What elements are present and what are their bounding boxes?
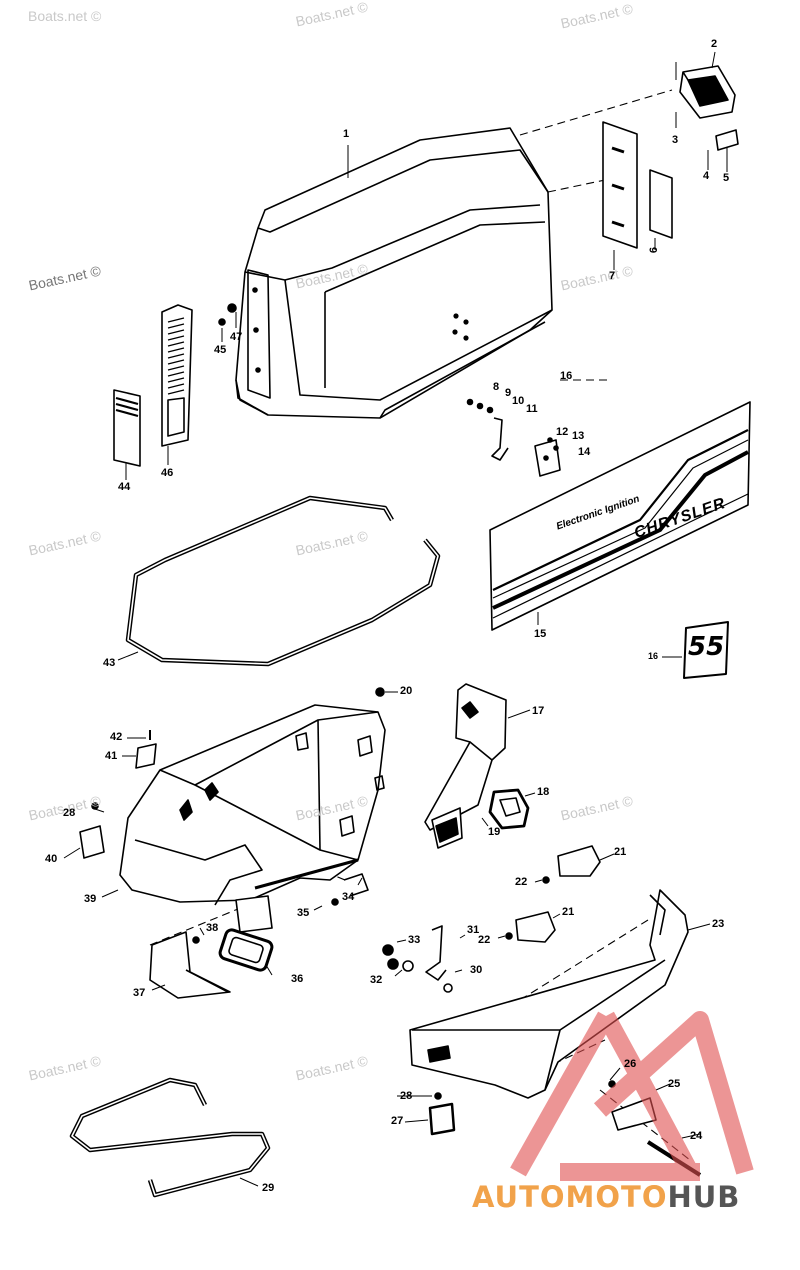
callout-24: 24	[690, 1130, 703, 1142]
callout-46: 46	[161, 467, 174, 479]
callout-37: 37	[133, 987, 146, 999]
callout-5: 5	[723, 172, 730, 184]
callout-38: 38	[206, 922, 219, 934]
lower-cowl-pan	[119, 704, 386, 933]
callout-40: 40	[45, 853, 58, 865]
callout-14: 14	[578, 446, 591, 458]
watermark: Boats.net ©	[28, 8, 102, 24]
callout-1: 1	[343, 128, 350, 140]
callout-18: 18	[537, 786, 550, 798]
top-cowl	[235, 127, 553, 419]
part-6-pad	[649, 169, 673, 239]
part-28-screw-lower	[434, 1092, 442, 1100]
callout-39: 39	[84, 893, 97, 905]
callout-42: 42	[110, 731, 123, 743]
linkage-parts	[331, 873, 453, 993]
callout-47: 47	[230, 331, 243, 343]
callout-23: 23	[712, 918, 725, 930]
callout-3: 3	[672, 134, 679, 146]
latch-fasteners	[466, 398, 561, 477]
callout-32: 32	[370, 974, 383, 986]
logo-part1: AUTOMOTO	[472, 1180, 668, 1214]
part-17-bracket	[424, 683, 507, 849]
callout-44: 44	[118, 481, 131, 493]
callout-17: 17	[532, 705, 545, 717]
part-27-block	[428, 1102, 456, 1136]
part-5-bracket	[715, 129, 739, 151]
callout-31: 31	[467, 924, 480, 936]
part-2-latch	[679, 65, 736, 119]
callout-16: 16	[560, 370, 573, 382]
callout-28: 28	[400, 1090, 413, 1102]
part-26-nut	[608, 1080, 616, 1088]
callout-34: 34	[342, 891, 355, 903]
logo-triangle	[510, 1011, 754, 1181]
brand-logo: AUTOMOTOHUB	[472, 1180, 740, 1214]
callout-15: 15	[534, 628, 547, 640]
callout-27: 27	[391, 1115, 404, 1127]
callout-12: 12	[556, 426, 569, 438]
part-22-screw-lower	[505, 932, 513, 940]
callout-43: 43	[103, 657, 116, 669]
callout-16: 16	[648, 651, 659, 661]
part-44-label	[113, 389, 141, 467]
part-21-bracket-lower	[515, 911, 556, 943]
callout-22: 22	[515, 876, 528, 888]
callout-26: 26	[624, 1058, 637, 1070]
part-22-screw-upper	[542, 876, 550, 884]
callout-7: 7	[609, 270, 616, 282]
callout-2: 2	[711, 38, 718, 50]
callout-8: 8	[493, 381, 500, 393]
part-20-screw	[375, 687, 385, 697]
callout-13: 13	[572, 430, 585, 442]
part-16-badge	[683, 621, 729, 679]
logo-part2: HUB	[667, 1180, 741, 1214]
part-45-vent	[161, 304, 193, 447]
part-37-vent-cover	[149, 931, 231, 999]
callout-21: 21	[614, 846, 627, 858]
callout-6: 6	[648, 246, 661, 254]
part-43-seal	[125, 495, 441, 667]
decal-number-badge: 55	[688, 632, 725, 662]
part-41-clip	[135, 743, 157, 769]
callout-41: 41	[105, 750, 118, 762]
callout-36: 36	[291, 973, 304, 985]
callout-28: 28	[63, 807, 76, 819]
part-36-gasket	[218, 928, 274, 972]
callout-30: 30	[470, 964, 483, 976]
part-7-plate	[602, 121, 638, 249]
callout-25: 25	[668, 1078, 681, 1090]
part-29-handle	[69, 1077, 271, 1198]
part-38-screw	[192, 936, 200, 944]
callout-9: 9	[505, 387, 512, 399]
callout-11: 11	[526, 403, 538, 415]
part-45-screw	[218, 318, 226, 326]
part-23-front-pan	[409, 889, 689, 1099]
callout-33: 33	[408, 934, 421, 946]
callout-19: 19	[488, 826, 501, 838]
callout-leaders	[63, 51, 728, 1187]
callout-10: 10	[512, 395, 525, 407]
part-18-grommet	[488, 788, 530, 830]
callout-29: 29	[262, 1182, 275, 1194]
part-15-decal	[489, 401, 751, 631]
callout-22: 22	[478, 934, 491, 946]
part-47-grommet	[227, 303, 237, 313]
part-40-clip	[79, 825, 105, 859]
callout-4: 4	[703, 170, 710, 182]
callout-21: 21	[562, 906, 575, 918]
callout-35: 35	[297, 907, 310, 919]
callout-20: 20	[400, 685, 413, 697]
part-21-bracket-upper	[557, 845, 601, 877]
callout-45: 45	[214, 344, 227, 356]
